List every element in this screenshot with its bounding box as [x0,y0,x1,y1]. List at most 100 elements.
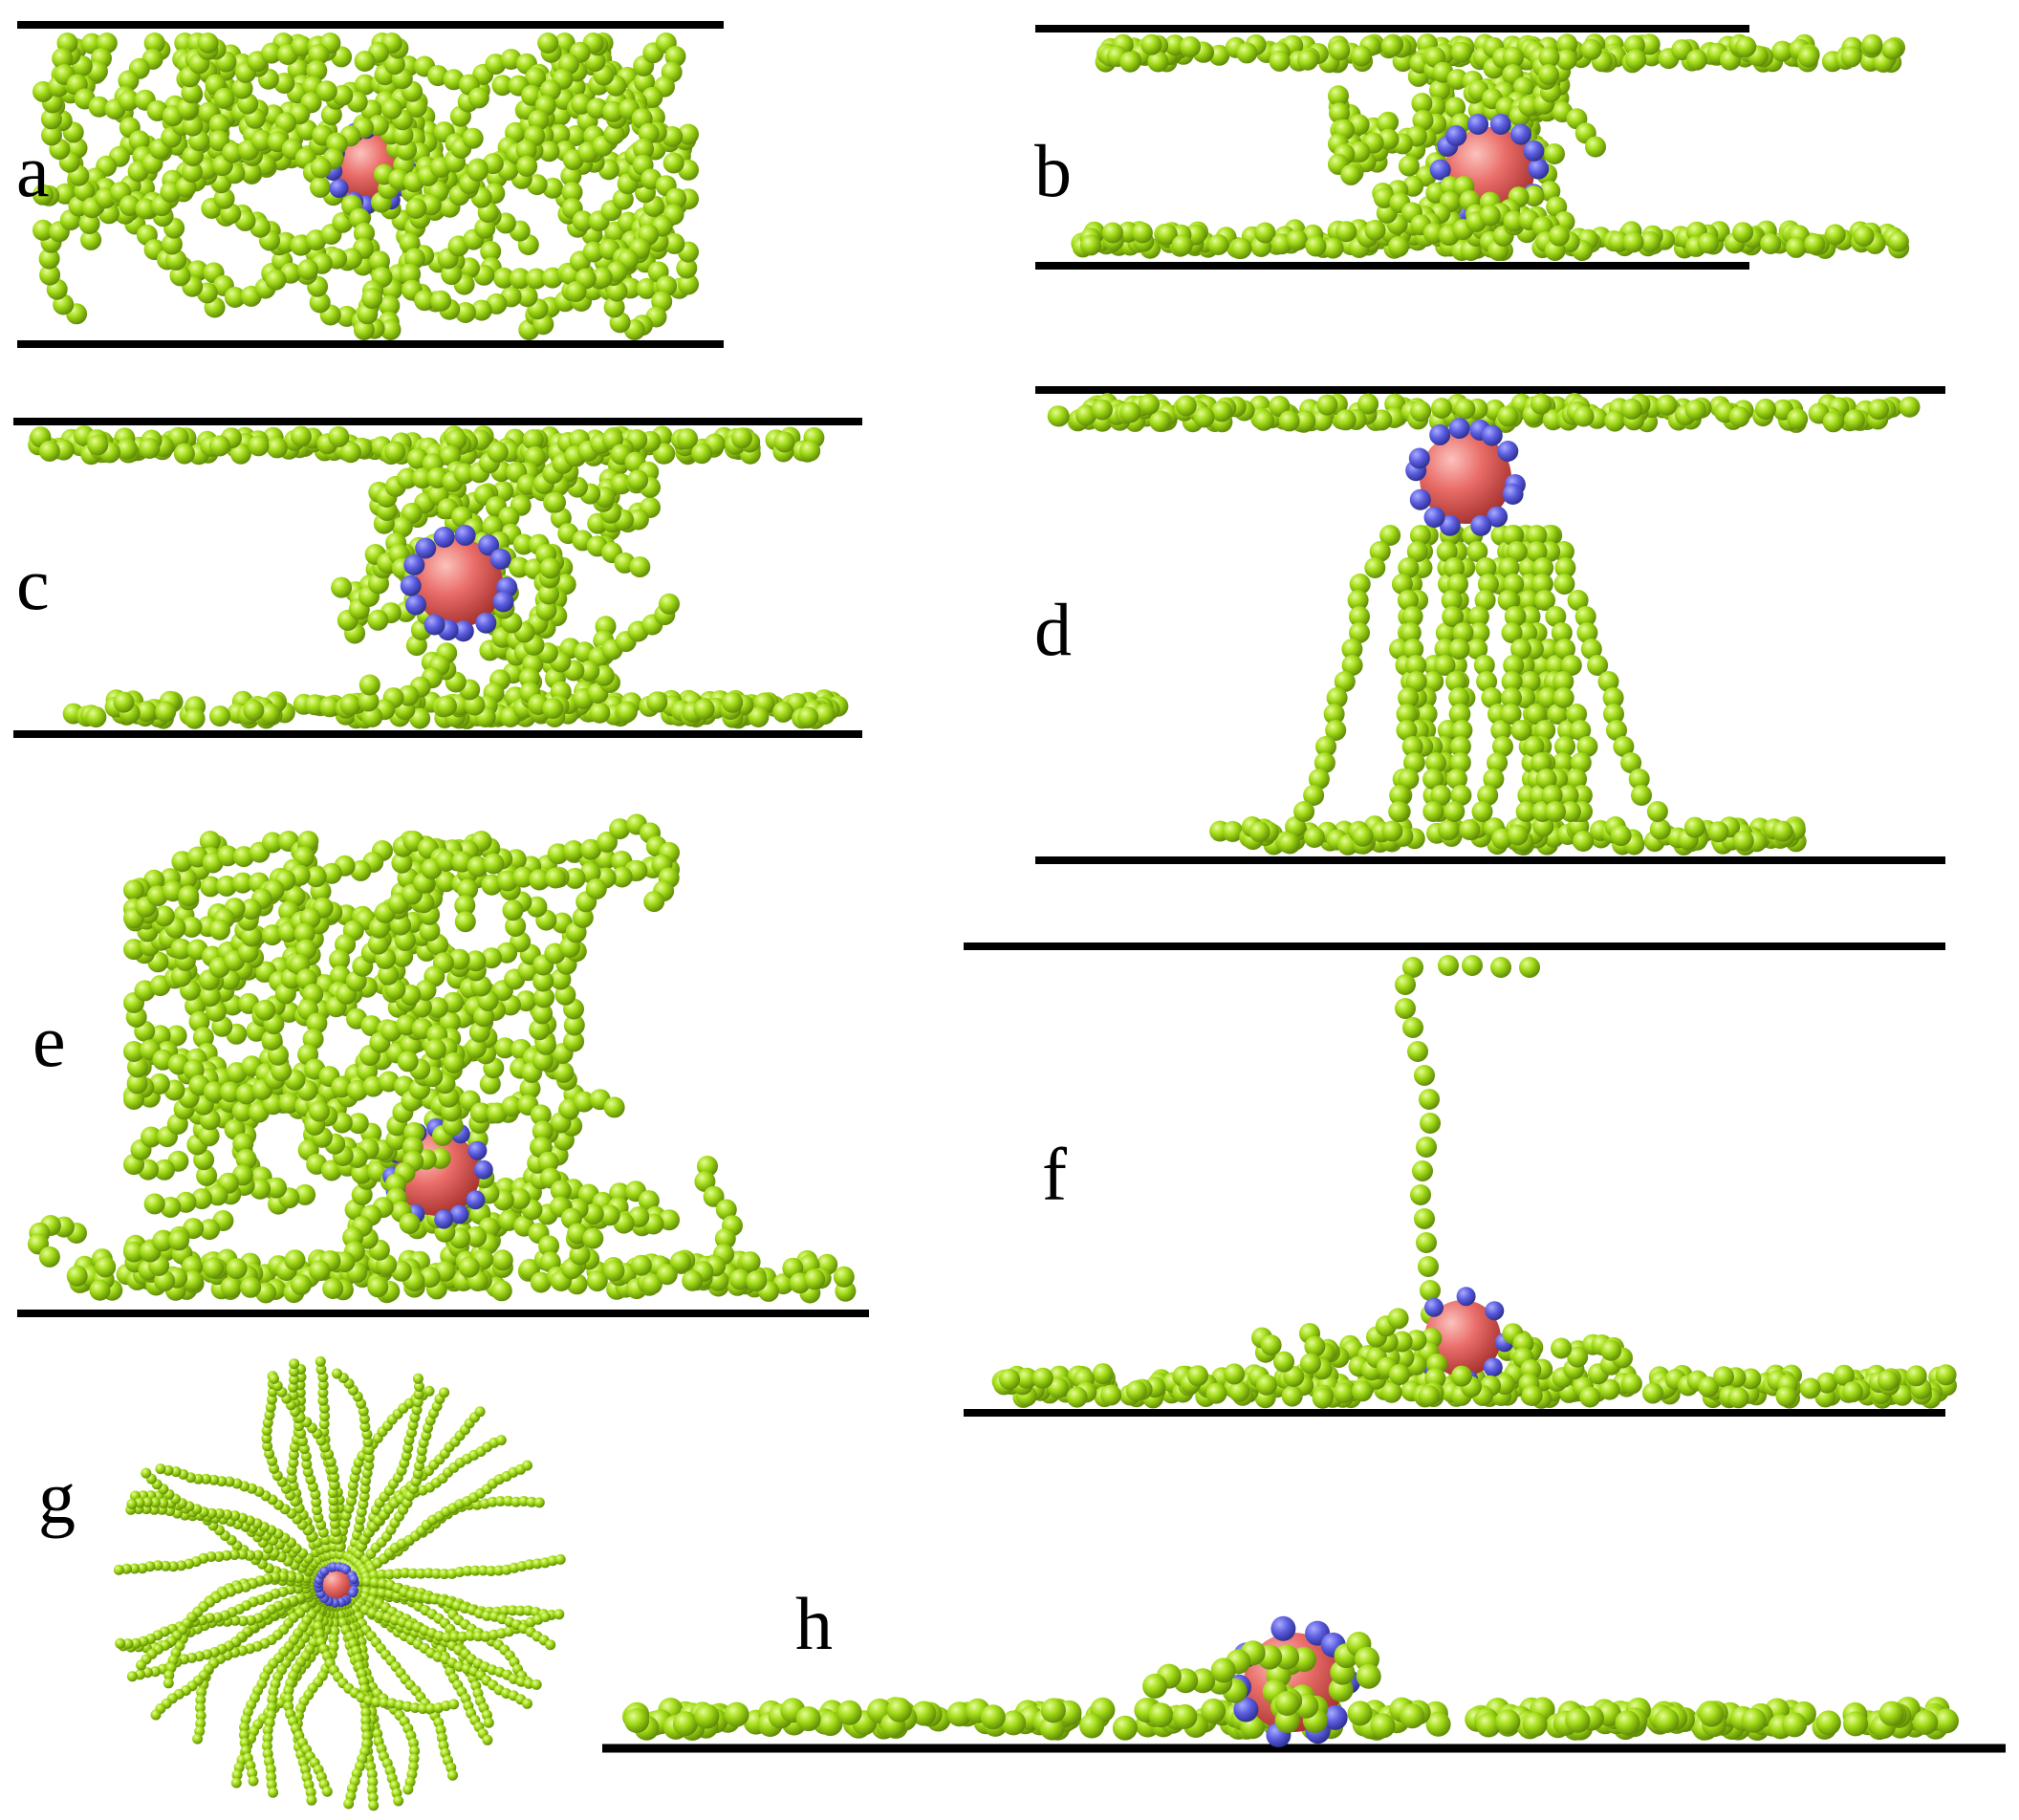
polymer-bead [423,1385,435,1397]
polymer-bead [1340,163,1362,185]
polymer-bead [85,706,107,728]
polymer-bead [1254,222,1276,244]
polymer-bead [565,125,587,146]
polymer-bead [402,1784,414,1795]
polymer-bead [113,691,135,713]
polymer-bead [1322,237,1344,259]
polymer-bead [136,1659,147,1671]
polymer-bead [88,96,110,118]
polymer-bead [436,695,457,717]
polymer-bead [40,108,62,130]
polymer-bead [250,130,272,151]
polymer-bead [467,87,489,109]
polymer-bead [538,141,560,162]
polymer-bead [430,290,452,312]
panel-f [991,955,1957,1409]
polymer-bead [1395,974,1416,995]
polymer-bead [453,463,475,485]
polymer-bead [1551,1337,1573,1359]
polymer-bead [540,1612,551,1622]
polymer-bead [143,1193,165,1215]
polymer-bead [1899,396,1921,418]
polymer-bead [772,701,794,723]
polymer-bead [197,32,219,54]
polymer-bead [1735,35,1757,57]
polymer-bead [354,51,376,72]
panel-c [28,425,849,729]
polymer-bead [646,691,668,713]
polymer-bead [516,155,538,177]
polymer-bead [1312,1387,1334,1409]
polymer-bead [535,599,557,621]
polymer-bead [1228,1380,1250,1402]
polymer-bead [1171,234,1193,256]
polymer-bead [424,1038,446,1060]
polymer-bead [1519,957,1540,978]
polymer-bead [678,273,699,295]
polymer-bead [1707,821,1729,843]
polymer-bead [1420,1113,1441,1134]
polymer-bead [1364,219,1386,241]
polymer-bead [1031,1367,1053,1389]
polymer-bead [266,437,288,459]
polymer-bead [572,210,594,232]
polymer-bead [38,440,60,462]
polymer-bead [119,195,141,217]
polymer-bead [1555,49,1577,71]
polymer-bead [462,127,484,149]
panel-e [28,813,857,1304]
polymer-bead [39,264,61,286]
polymer-bead [611,473,632,495]
polymer-bead [1410,1184,1431,1205]
polymer-bead [309,1260,331,1282]
polymer-bead [399,1213,421,1234]
polymer-bead [306,1794,317,1806]
polymer-bead [224,287,246,308]
polymer-bead [1419,1089,1440,1110]
anchor-bead [1429,423,1451,445]
anchor-bead [1497,441,1519,462]
polymer-bead [522,1698,532,1709]
polymer-bead [498,506,520,528]
polymer-bead [1771,40,1793,62]
polymer-bead [203,1257,225,1279]
polymer-bead [368,1800,380,1811]
polymer-bead [1625,49,1647,71]
anchor-bead [1408,447,1430,469]
polymer-bead [1248,821,1270,843]
polymer-bead [411,467,433,489]
polymer-bead [1438,819,1460,840]
polymer-bead [1556,33,1578,55]
polymer-bead [1131,222,1153,244]
polymer-bead [1600,1339,1622,1361]
anchor-bead [1467,114,1489,135]
polymer-bead [603,123,625,145]
polymer-bead [358,674,380,696]
polymer-bead [560,165,582,187]
anchor-bead [1429,159,1451,181]
polymer-bead [1119,401,1141,423]
polymer-bead [440,444,461,466]
polymer-bead [630,1254,652,1276]
polymer-bead [1523,185,1545,207]
polymer-bead [315,1355,326,1367]
polymer-bead [509,556,531,578]
polymer-bead [80,228,102,250]
polymer-bead [240,162,262,183]
anchor-bead [434,1209,454,1229]
polymer-bead [1236,42,1258,64]
polymer-bead [1686,49,1707,71]
polymer-bead [483,1717,494,1728]
polymer-bead [310,176,331,198]
polymer-bead [1804,233,1826,255]
polymer-bead [1207,234,1229,255]
polymer-bead [1380,35,1402,57]
polymer-bead [1732,830,1754,852]
polymer-bead [128,130,150,152]
polymer-bead [1092,1363,1114,1385]
polymer-bead [676,257,698,279]
polymer-bead [265,269,287,291]
polymer-bead [1544,143,1565,164]
